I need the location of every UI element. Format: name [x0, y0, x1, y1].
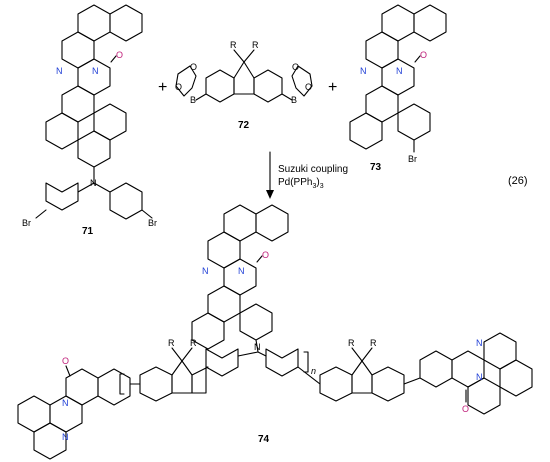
atom-o-72d: O [292, 62, 299, 72]
atom-n-74e: N [476, 338, 483, 348]
compound-73-structure [349, 4, 447, 153]
atom-r-74b: R [190, 338, 197, 348]
atom-o-73: O [420, 50, 427, 60]
compound-label-71: 71 [82, 226, 94, 237]
atom-n-73b: N [396, 66, 403, 76]
atom-r-74c: R [348, 338, 355, 348]
atom-br-71b: Br [148, 218, 157, 228]
atom-r-74d: R [370, 338, 377, 348]
compound-label-73: 73 [370, 162, 382, 173]
atom-br-71a: Br [22, 218, 31, 228]
condition-line-2: Pd(PPh3)3 [278, 177, 324, 190]
atom-r-72a: R [230, 40, 237, 50]
compound-label-74: 74 [258, 434, 270, 445]
equation-number: (26) [508, 175, 528, 187]
atom-n-74c: N [62, 398, 69, 408]
atom-n-74b: N [238, 266, 245, 276]
compound-72-structure [175, 49, 313, 103]
atom-n-71a: N [56, 66, 63, 76]
atom-b-72b: B [291, 95, 297, 105]
plus-sign-1: + [158, 79, 167, 96]
atom-n-74f: N [476, 372, 483, 382]
atom-o-72c: O [305, 82, 312, 92]
atom-n-74-amine: N [254, 342, 261, 352]
atom-b-72a: B [190, 95, 196, 105]
reaction-arrow [266, 151, 274, 199]
compound-label-72: 72 [238, 120, 250, 131]
compound-71-structure [35, 4, 153, 220]
atom-n-71b: N [92, 66, 99, 76]
atom-o-74a: O [262, 250, 269, 260]
atom-r-72b: R [252, 40, 259, 50]
atom-o-71: O [116, 50, 123, 60]
condition-line-1: Suzuki coupling [278, 164, 348, 175]
compound-74-structure [17, 204, 533, 460]
repeat-index-n: n [311, 366, 316, 376]
atom-o-72b: O [190, 62, 197, 72]
atom-o-72a: O [175, 82, 182, 92]
atom-n-71-amine: N [90, 178, 97, 188]
atom-o-74b: O [62, 356, 69, 366]
plus-sign-2: + [328, 79, 337, 96]
atom-n-74d: N [62, 432, 69, 442]
atom-n-74a: N [202, 266, 209, 276]
atom-o-74c: O [462, 404, 469, 414]
atom-n-73a: N [360, 66, 367, 76]
atom-r-74a: R [168, 338, 175, 348]
atom-br-73: Br [408, 154, 417, 164]
